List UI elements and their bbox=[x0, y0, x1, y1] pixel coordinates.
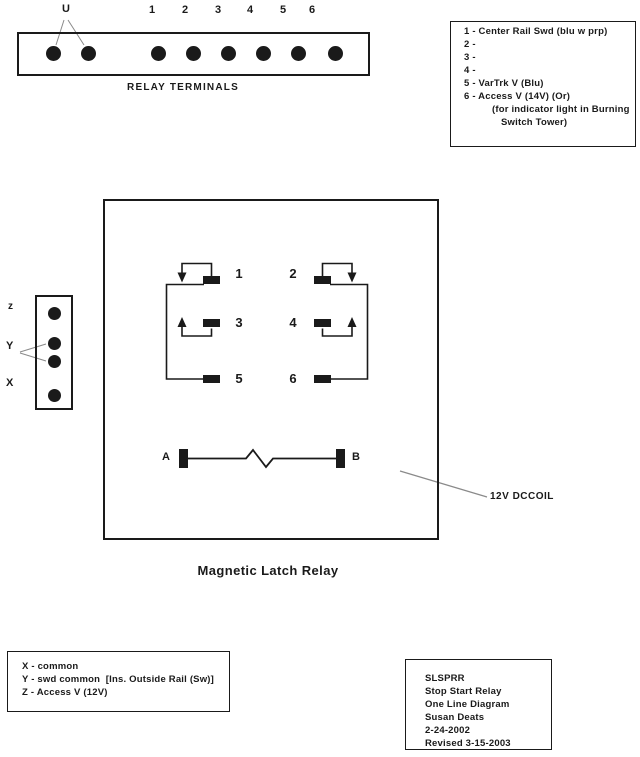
legend-line: 2 - bbox=[464, 39, 476, 50]
legend-line: Y - swd common [Ins. Outside Rail (Sw)] bbox=[22, 674, 215, 685]
title-line: Revised 3-15-2003 bbox=[425, 738, 511, 749]
title-line: Stop Start Relay bbox=[425, 686, 502, 697]
legend-line: (for indicator light in Burning bbox=[492, 104, 630, 115]
terminal-dot-4 bbox=[255, 46, 271, 61]
side-dot-z bbox=[47, 306, 61, 320]
u-terminal-label: U bbox=[62, 3, 70, 15]
terminal-dot-2 bbox=[185, 46, 201, 61]
title-line: Susan Deats bbox=[425, 712, 485, 723]
terminal-label-5: 5 bbox=[279, 4, 287, 16]
terminal-label-2: 2 bbox=[181, 4, 189, 16]
side-dot-y1 bbox=[47, 336, 61, 350]
legend-line: Z - Access V (12V) bbox=[22, 687, 108, 698]
pin-label-1: 1 bbox=[235, 266, 243, 281]
terminal-dot-u-1 bbox=[45, 45, 61, 61]
terminal-dot-u-2 bbox=[80, 45, 96, 61]
legend-line: 5 - VarTrk V (Blu) bbox=[464, 78, 544, 89]
pin-label-2: 2 bbox=[289, 266, 297, 281]
relay-caption: Magnetic Latch Relay bbox=[197, 563, 339, 578]
legend-line: 3 - bbox=[464, 52, 476, 63]
side-label-y: Y bbox=[6, 340, 14, 352]
xyz-legend-box bbox=[7, 651, 230, 712]
legend-line: X - common bbox=[22, 661, 79, 672]
side-connector-box bbox=[35, 295, 73, 410]
terminal-dot-1 bbox=[150, 46, 166, 61]
terminal-label-1: 1 bbox=[148, 4, 156, 16]
pin-label-3: 3 bbox=[235, 315, 243, 330]
side-dot-y2 bbox=[47, 354, 61, 368]
wire-legend-text: 1 - Center Rail Swd (blu w prp) 2 - 3 - … bbox=[464, 25, 630, 129]
side-dot-x bbox=[47, 388, 61, 402]
title-line: 2-24-2002 bbox=[425, 725, 471, 736]
side-label-z: z bbox=[8, 301, 13, 312]
wire-legend-box bbox=[450, 21, 636, 147]
title-line: One Line Diagram bbox=[425, 699, 510, 710]
terminal-label-3: 3 bbox=[214, 4, 222, 16]
pin-label-4: 4 bbox=[289, 315, 297, 330]
terminal-dot-5 bbox=[290, 46, 306, 61]
legend-line: Switch Tower) bbox=[501, 117, 568, 128]
coil-a-label: A bbox=[162, 451, 170, 463]
xyz-legend-text: X - common Y - swd common [Ins. Outside … bbox=[22, 660, 214, 699]
terminal-dot-3 bbox=[220, 46, 236, 61]
terminal-label-4: 4 bbox=[246, 4, 254, 16]
legend-line: 4 - bbox=[464, 65, 476, 76]
magnetic-latch-relay-box bbox=[103, 199, 439, 540]
relay-terminals-caption: RELAY TERMINALS bbox=[127, 82, 239, 93]
legend-line: 1 - Center Rail Swd (blu w prp) bbox=[464, 26, 608, 37]
terminal-label-6: 6 bbox=[308, 4, 316, 16]
pin-label-5: 5 bbox=[235, 371, 243, 386]
coil-note: 12V DCCOIL bbox=[490, 491, 554, 502]
title-block-text: SLSPRR Stop Start Relay One Line Diagram… bbox=[425, 672, 511, 750]
title-block-box bbox=[405, 659, 552, 750]
side-label-x: X bbox=[6, 377, 14, 389]
relay-terminals-box bbox=[17, 32, 370, 76]
title-line: SLSPRR bbox=[425, 673, 465, 684]
pin-label-6: 6 bbox=[289, 371, 297, 386]
coil-b-label: B bbox=[352, 451, 360, 463]
legend-line: 6 - Access V (14V) (Or) bbox=[464, 91, 571, 102]
terminal-dot-6 bbox=[327, 46, 343, 61]
